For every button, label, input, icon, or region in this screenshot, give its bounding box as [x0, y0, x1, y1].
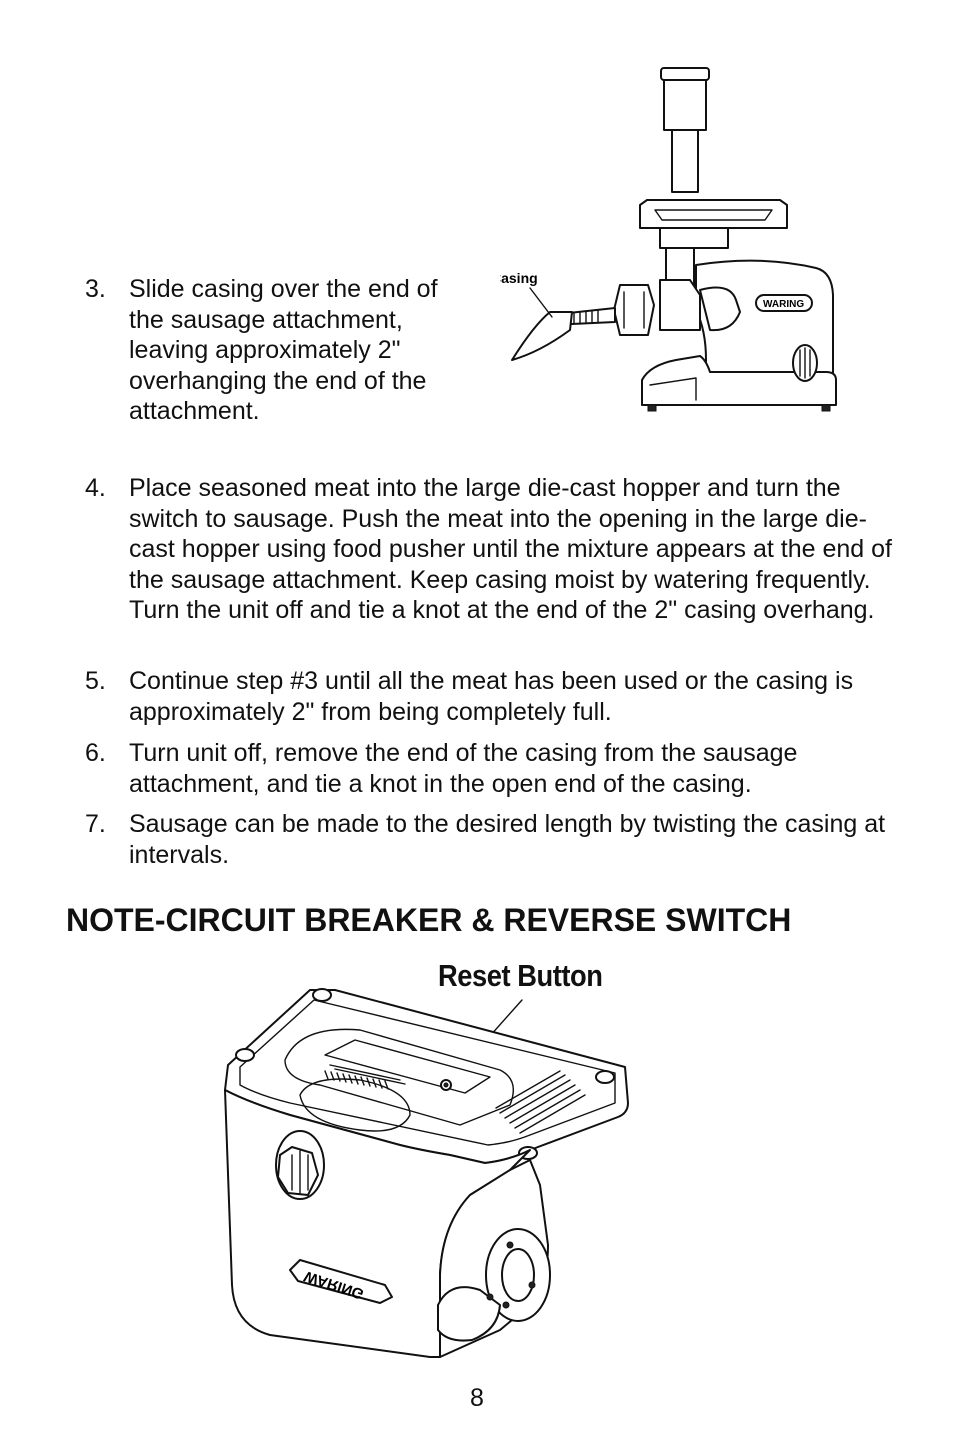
step-number: 7. [85, 810, 106, 838]
step-text: Continue step #3 until all the meat has … [129, 667, 854, 726]
step-text: Slide casing over the end of the sausage… [129, 275, 438, 425]
waring-logo-small: WARING [763, 299, 804, 310]
step-number: 3. [85, 275, 106, 303]
step-text: Place seasoned meat into the large die-c… [129, 474, 892, 624]
step-number: 4. [85, 474, 106, 502]
grinder-casing-illustration: Casing WARING [500, 67, 837, 412]
casing-callout: Casing [500, 270, 538, 286]
step-number: 5. [85, 667, 106, 695]
page-number: 8 [470, 1384, 484, 1412]
step-number: 6. [85, 739, 106, 767]
motor-base-underside-illustration: WARING [224, 988, 629, 1358]
reset-button-callout: Reset Button [438, 958, 603, 993]
section-heading: NOTE-CIRCUIT BREAKER & REVERSE SWITCH [66, 902, 792, 938]
step-text: Sausage can be made to the desired lengt… [129, 810, 886, 869]
step-text: Turn unit off, remove the end of the cas… [129, 739, 798, 798]
